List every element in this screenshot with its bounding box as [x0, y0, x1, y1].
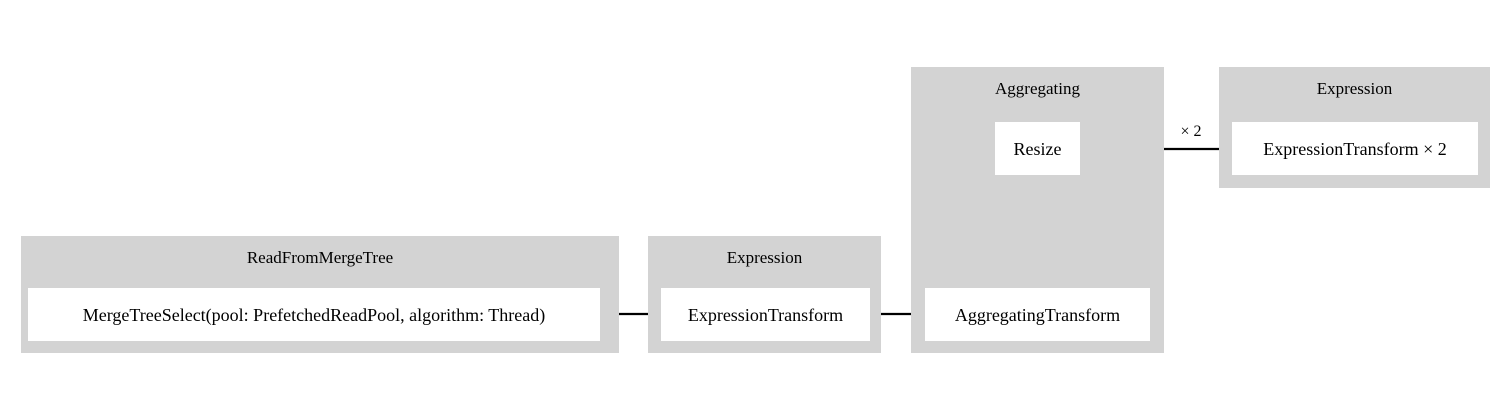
node-label-expression-transform-x2: ExpressionTransform × 2	[1263, 138, 1447, 159]
node-label-merge-tree-select: MergeTreeSelect(pool: PrefetchedReadPool…	[82, 304, 546, 325]
node-label-expression-transform: ExpressionTransform	[687, 304, 844, 325]
node-label-resize: Resize	[1013, 138, 1062, 159]
edge-label-resize-to-expression-transform-x2: × 2	[1180, 123, 1202, 140]
node-label-aggregating-transform: AggregatingTransform	[954, 304, 1121, 325]
cluster-label-read-from-merge-tree: ReadFromMergeTree	[246, 248, 394, 267]
node-aggregating-transform[interactable]: AggregatingTransform	[925, 288, 1150, 341]
node-merge-tree-select[interactable]: MergeTreeSelect(pool: PrefetchedReadPool…	[28, 288, 600, 341]
node-resize[interactable]: Resize	[995, 122, 1080, 175]
cluster-label-aggregating: Aggregating	[995, 79, 1080, 98]
cluster-label-expression-left: Expression	[726, 248, 803, 267]
node-expression-transform-x2[interactable]: ExpressionTransform × 2	[1232, 122, 1478, 175]
node-expression-transform[interactable]: ExpressionTransform	[661, 288, 870, 341]
cluster-label-expression-right: Expression	[1316, 79, 1393, 98]
